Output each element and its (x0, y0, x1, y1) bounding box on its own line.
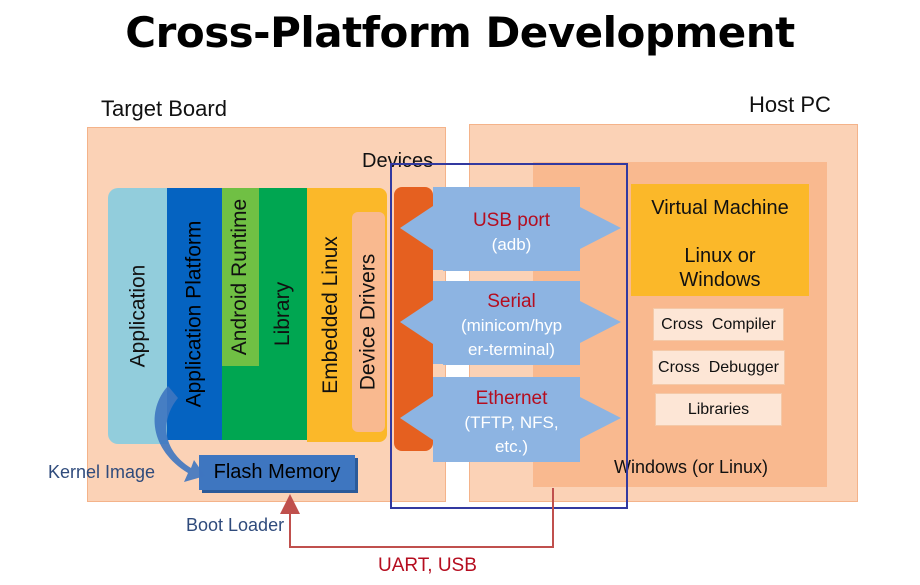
cross-debugger-label: Cross Debugger (658, 358, 779, 376)
libraries-label: Libraries (687, 400, 750, 418)
cross-compiler-label: Cross Compiler (661, 315, 776, 333)
android-runtime-layer: Android Runtime (222, 188, 259, 366)
library-layer-lower (222, 366, 259, 440)
devices-label: Devices (362, 150, 434, 172)
cross-compiler-box: Cross Compiler (653, 308, 784, 341)
uart-usb-label: UART, USB (378, 555, 477, 576)
application-layer: Application (108, 188, 168, 444)
virtual-machine-box (631, 184, 809, 296)
flash-memory-box: Flash Memory (199, 455, 355, 490)
cross-debugger-box: Cross Debugger (652, 350, 785, 385)
serial-text: Serial (minicom/hyp er-terminal) (443, 290, 580, 362)
vm-os-line2: Windows (679, 269, 761, 291)
ethernet-detail-line2: etc.) (494, 437, 529, 456)
serial-detail-line1: (minicom/hyp (460, 316, 563, 335)
boot-loader-label: Boot Loader (186, 515, 285, 535)
usb-port-label: USB port (472, 210, 551, 231)
serial-label: Serial (487, 291, 536, 312)
ethernet-arrow-body (443, 377, 580, 462)
library-layer: Library (259, 188, 307, 440)
host-os-label: Windows (or Linux) (614, 457, 769, 477)
target-board-label: Target Board (101, 96, 227, 121)
usb-port-detail: (adb) (491, 235, 532, 254)
ethernet-text: Ethernet (TFTP, NFS, etc.) (443, 387, 580, 459)
devices-highlight-rect (390, 163, 628, 509)
host-pc-label: Host PC (749, 92, 831, 117)
virtual-machine-label: Virtual Machine (651, 197, 789, 219)
kernel-image-arrow (154, 386, 205, 482)
uart-connector (280, 488, 554, 548)
ethernet-label: Ethernet (475, 388, 548, 409)
libraries-box: Libraries (655, 393, 782, 426)
vm-os-line1: Linux or (684, 245, 756, 267)
ethernet-detail-line1: (TFTP, NFS, (464, 413, 559, 432)
usb-arrow-body (443, 187, 580, 271)
usb-port-text: USB port (adb) (443, 209, 580, 257)
kernel-image-label: Kernel Image (48, 462, 156, 482)
flash-memory-label: Flash Memory (213, 461, 341, 483)
page-title: Cross-Platform Development (125, 8, 795, 57)
serial-detail-line2: er-terminal) (468, 340, 555, 359)
device-drivers-layer: Device Drivers (352, 212, 385, 432)
serial-arrow-body (443, 281, 580, 365)
